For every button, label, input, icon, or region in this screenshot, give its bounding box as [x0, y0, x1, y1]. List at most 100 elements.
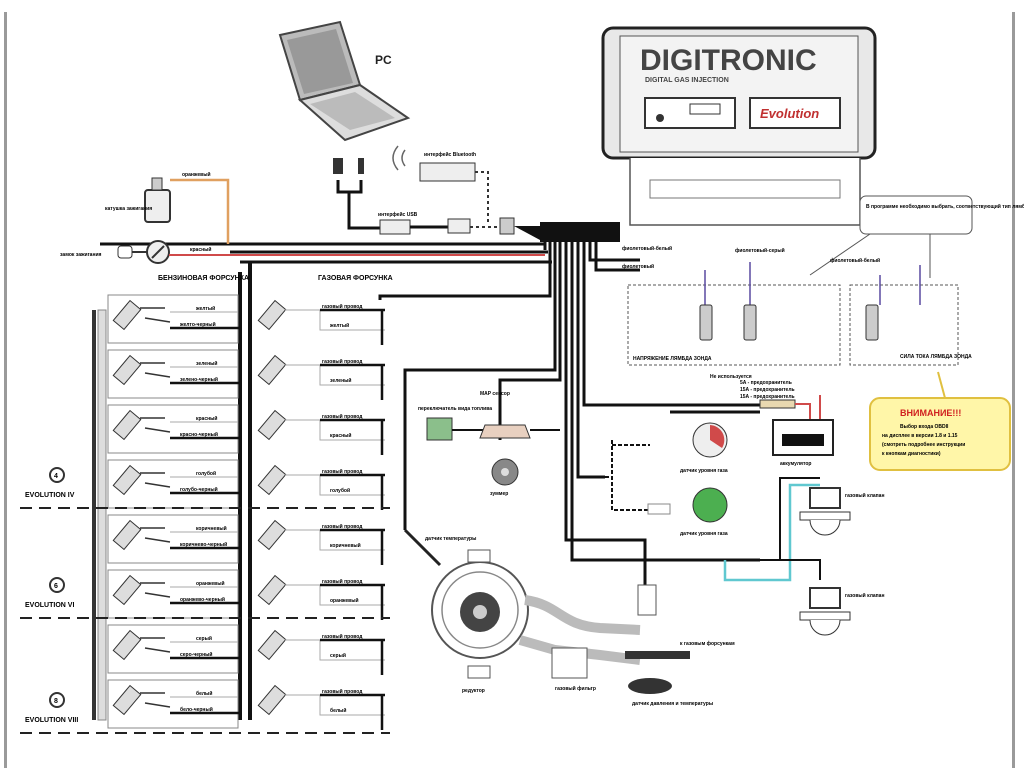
map-sensor-label: MAP сенсор [480, 391, 510, 397]
petrol-injector-icon [112, 409, 142, 441]
lambda-wire-2: фиолетовый [622, 263, 654, 270]
tank-level-sensor-2-icon [692, 487, 728, 523]
temp-sensor-label: датчик температуры [425, 536, 476, 542]
warning-line-3: (смотреть подробнее инструкции [882, 441, 965, 448]
ecu-bracket [629, 158, 861, 226]
warning-line-1: Выбор входа OBDII [900, 423, 949, 430]
evolution-number: 8 [54, 698, 58, 705]
gas-valve-rear-icon [799, 587, 851, 636]
resistor-icon [647, 503, 671, 515]
warning-line-2: на дисплее в версии 1.8 и 1.15 [882, 433, 958, 439]
row-frame [107, 294, 239, 344]
lambda-note: В программе необходимо выбрать, соответс… [866, 203, 1024, 210]
ecu-subtitle: DIGITAL GAS INJECTION [645, 77, 729, 84]
cable-bus-black [92, 310, 96, 720]
tank-level-label: датчик уровня газа [680, 468, 728, 474]
tank-level-2-label: датчик уровня газа [680, 531, 728, 537]
petrol-wire-a: голубой [196, 470, 216, 477]
buzzer-label: зуммер [490, 491, 508, 497]
gas-wire-a: газовый провод [322, 303, 363, 310]
row-frame [107, 404, 239, 454]
battery-icon [772, 419, 834, 456]
orange-wire-label: оранжевый [182, 171, 211, 178]
bluetooth-dotted-link [475, 171, 489, 222]
evolution-number: 4 [54, 473, 58, 480]
ecu-badge-box [749, 97, 841, 129]
ignition-coil-label: катушка зажигания [105, 206, 152, 212]
gas-injector-row: газовый провод желтый [257, 299, 385, 345]
gas-wire-b: желтый [329, 322, 349, 329]
pc-label: PC [375, 53, 392, 67]
reducer-label: редуктор [462, 688, 485, 694]
fuse-label-1: 5A - предохранитель [740, 380, 792, 386]
bluetooth-interface[interactable] [419, 162, 476, 182]
key-icon [117, 245, 133, 259]
lambda-section: В программе необходимо выбрать, соответс… [622, 195, 1024, 380]
petrol-injector-icon [112, 354, 142, 386]
gas-wire-a: газовый провод [322, 523, 363, 530]
petrol-injector-header: БЕНЗИНОВАЯ ФОРСУНКА [158, 275, 249, 282]
valve-front-label: газовый клапан [845, 492, 885, 499]
ecu-connector [689, 103, 721, 115]
gas-wire-a: газовый провод [322, 578, 363, 585]
petrol-injector-icon [112, 629, 142, 661]
inline-connector [447, 218, 471, 234]
gas-valve-front-icon [799, 487, 851, 536]
switch-icon[interactable] [426, 417, 453, 441]
fuse-label-2: 15A - предохранитель [740, 387, 795, 393]
multivalve-label: к газовым форсункам [680, 640, 735, 647]
petrol-injector-icon [112, 519, 142, 551]
gas-filter-icon [551, 647, 588, 679]
petrol-wire-a: желтый [195, 305, 215, 312]
gas-injector-icon [257, 519, 287, 551]
petrol-wire-a: коричневый [196, 525, 227, 532]
gas-wire-a: газовый провод [322, 633, 363, 640]
evolution-number-icon [49, 577, 65, 593]
petrol-wire-a: красный [196, 415, 217, 422]
cyan-wire [723, 483, 820, 582]
usb-connector-icon [333, 158, 380, 230]
gas-injector-row: газовый провод коричневый [257, 519, 385, 565]
gas-wire-a: газовый провод [322, 413, 363, 420]
fuse-label-3: 15A - предохранитель [740, 394, 795, 400]
usb-interface[interactable] [379, 219, 411, 235]
gas-injector-icon [257, 354, 287, 386]
petrol-wire-a: оранжевый [196, 580, 225, 587]
lambda-box1-caption: НАПРЯЖЕНИЕ ЛЯМБДА ЗОНДА [633, 356, 712, 362]
lambda-sensor-icon [699, 304, 713, 341]
petrol-injector-icon [112, 464, 142, 496]
petrol-wire-b: желто-черный [179, 321, 216, 328]
ecu-mount-rail [649, 179, 841, 199]
main-harness [100, 222, 760, 720]
petrol-wire-a: белый [196, 690, 212, 697]
gas-injector-icon [257, 629, 287, 661]
pc-laptop-icon[interactable] [278, 20, 411, 142]
lambda-wire-1: фиолетовый-белый [622, 245, 672, 252]
petrol-wire-a: серый [196, 635, 212, 642]
switch-label: переключатель вида топлива [418, 406, 492, 412]
petrol-wire-b: зелено-черный [180, 376, 218, 383]
ecu-badge: Evolution [760, 106, 819, 121]
gas-wire-a: газовый провод [322, 358, 363, 365]
evolution-number-icon [49, 692, 65, 708]
evolution-label: EVOLUTION IV [25, 492, 75, 499]
evolution-number-icon [49, 467, 65, 483]
gas-pipe [524, 595, 641, 635]
ecu-unit[interactable]: DIGITRONIC DIGITAL GAS INJECTION Evoluti… [601, 26, 877, 226]
gas-wire-b: коричневый [330, 542, 361, 549]
bluetooth-label: интерфейс Bluetooth [424, 151, 476, 158]
petrol-injector-icon [112, 574, 142, 606]
petrol-injector-icon [112, 299, 142, 331]
gas-injector-icon [257, 574, 287, 606]
filter-label: газовый фильтр [555, 685, 596, 692]
evolution-label: EVOLUTION VIII [25, 717, 78, 724]
